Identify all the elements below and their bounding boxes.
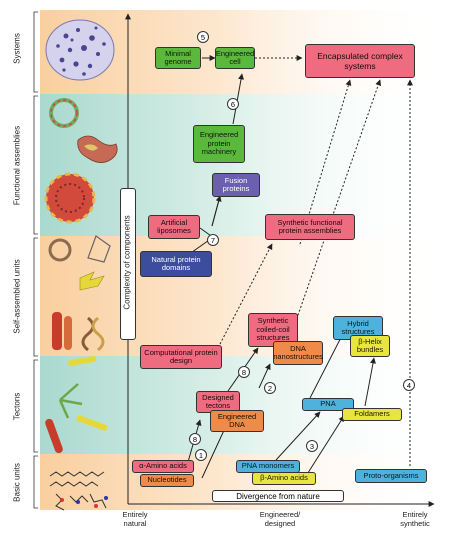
box-fusion-proteins: Fusion proteins — [212, 173, 260, 197]
level-label-tectons: Tectons — [12, 392, 22, 421]
box-engineered-dna: Engineered DNA — [210, 410, 264, 432]
box-dna-nanostructures: DNA nanostructures — [273, 341, 323, 365]
atoms-illustration — [60, 496, 108, 508]
step-8-upper: 8 — [238, 366, 250, 378]
x-left-line2: natural — [123, 519, 147, 528]
box-computational-design: Computational protein design — [140, 345, 222, 369]
step-2: 2 — [264, 382, 276, 394]
x-left-label: Entirely natural — [110, 510, 160, 528]
band-tect-basic — [40, 454, 440, 464]
step-5: 5 — [197, 31, 209, 43]
box-pna: PNA — [302, 398, 354, 411]
beta-sheet-illustration — [79, 271, 105, 291]
x-mid-line1: Engineered/ — [259, 510, 301, 519]
x-right-label: Entirely synthetic — [390, 510, 440, 528]
box-natural-protein-domains: Natural protein domains — [140, 251, 212, 277]
box-engineered-protein-machinery: Engineered protein machinery — [193, 125, 245, 163]
protein-machine-illustration — [77, 135, 118, 163]
box-synthetic-functional-assemblies: Synthetic functional protein assemblies — [265, 214, 355, 240]
x-right-line2: synthetic — [400, 519, 430, 528]
step-8-lower: 8 — [189, 433, 201, 445]
level-label-self-assembled: Self-assembled units — [12, 259, 22, 334]
step-7: 7 — [207, 234, 219, 246]
box-encapsulated-systems: Encapsulated complex systems — [305, 44, 415, 78]
tecton-illustrations — [45, 355, 108, 454]
helix-bundle-illustration — [52, 312, 105, 352]
box-artificial-liposomes: Artificial liposomes — [148, 215, 200, 239]
box-nucleotides: Nucleotides — [140, 474, 194, 487]
box-proto-organisms: Proto-organisms — [355, 469, 427, 483]
y-axis-label-text: Complexity of components — [122, 215, 132, 310]
level-label-functional: Functional assemblies — [12, 125, 22, 206]
dna-origami-illustration — [48, 235, 111, 263]
step-3: 3 — [306, 440, 318, 452]
y-axis-label — [120, 188, 136, 340]
box-engineered-cell: Engineered cell — [215, 47, 255, 69]
box-minimal-genome: Minimal genome — [155, 47, 201, 69]
box-alpha-amino-acids: α-Amino acids — [132, 460, 194, 473]
level-label-basic: Basic units — [12, 463, 22, 502]
x-mid-label: Engineered/ designed — [250, 510, 310, 528]
level-brackets — [33, 11, 38, 509]
band-sys-func — [40, 94, 440, 116]
band-func-self — [40, 236, 440, 264]
ring-complex-illustration — [49, 98, 79, 128]
capsid-illustration — [44, 172, 96, 224]
x-left-line1: Entirely — [122, 510, 148, 519]
x-axis-label: Divergence from nature — [212, 490, 344, 502]
molecule-illustrations — [49, 471, 107, 511]
cell-illustration — [45, 19, 115, 81]
step-1: 1 — [195, 449, 207, 461]
level-label-systems: Systems — [12, 33, 22, 64]
box-beta-amino-acids: β-Amino acids — [252, 472, 316, 485]
x-mid-line2: designed — [264, 519, 296, 528]
step-4: 4 — [403, 379, 415, 391]
step-6: 6 — [227, 98, 239, 110]
x-right-line1: Entirely — [402, 510, 428, 519]
box-beta-helix-bundles: β-Helix bundles — [350, 335, 390, 357]
box-foldamers: Foldamers — [342, 408, 402, 421]
